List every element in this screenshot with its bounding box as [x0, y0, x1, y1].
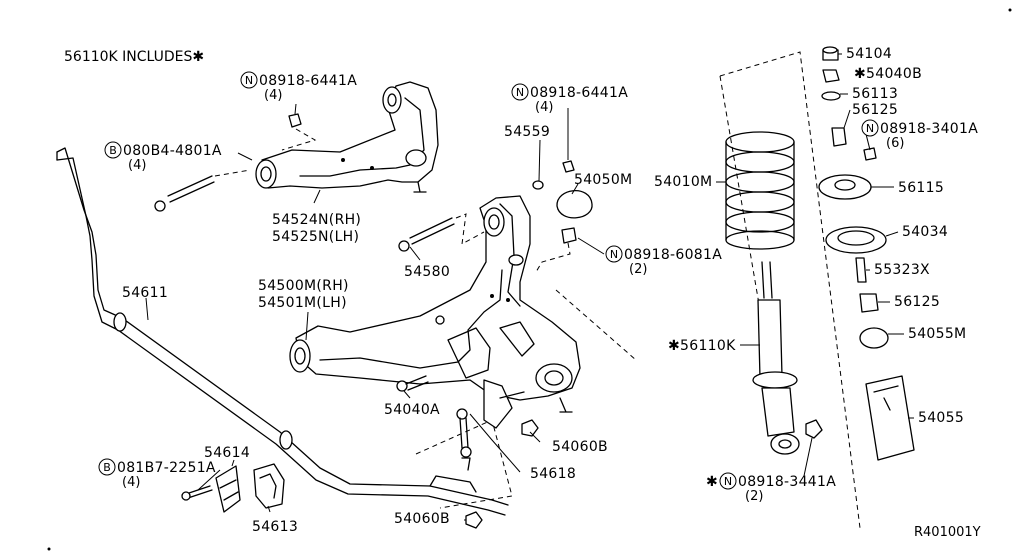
- label-56110K: ✱56110K: [668, 338, 736, 354]
- label-nut-3441: ✱ N 08918-3441A (2): [706, 472, 836, 504]
- svg-text:54525N(LH): 54525N(LH): [272, 229, 359, 245]
- svg-text:08918-6441A: 08918-6441A: [530, 85, 628, 101]
- figure-id: R401001Y: [914, 525, 981, 540]
- label-54055: 54055: [918, 410, 964, 426]
- stabilizer-link: [415, 289, 637, 509]
- label-54050M: 54050M: [574, 172, 632, 188]
- label-54010M: 54010M: [654, 174, 712, 190]
- svg-text:08918-6081A: 08918-6081A: [624, 247, 722, 263]
- lower-hardware: [396, 375, 539, 529]
- label-54060B-b: 54060B: [394, 511, 450, 527]
- lower-arm-bolt-54580: [398, 213, 524, 266]
- svg-text:(6): (6): [886, 136, 904, 151]
- stabilizer-bar: [56, 147, 509, 516]
- stabilizer-bushing: [181, 463, 285, 513]
- svg-text:54500M(RH): 54500M(RH): [258, 278, 349, 294]
- svg-text:(4): (4): [122, 475, 140, 490]
- coil-spring: [719, 51, 861, 529]
- svg-text:(2): (2): [629, 262, 647, 277]
- label-54060B-a: 54060B: [552, 439, 608, 455]
- svg-text:(2): (2): [745, 489, 763, 504]
- svg-text:08918-3401A: 08918-3401A: [880, 121, 978, 137]
- label-54611: 54611: [122, 285, 168, 301]
- upper-control-arm: [255, 81, 439, 193]
- label-lower-arm: 54500M(RH) 54501M(LH): [258, 278, 349, 311]
- svg-text:(4): (4): [535, 100, 553, 115]
- leader-lines: [145, 53, 914, 521]
- svg-text:B: B: [103, 461, 111, 474]
- svg-text:080B4-4801A: 080B4-4801A: [123, 143, 222, 159]
- label-55323X: 55323X: [874, 262, 930, 278]
- label-54613: 54613: [252, 519, 298, 535]
- label-54040B: ✱54040B: [854, 66, 922, 82]
- lower-control-arm: [289, 195, 581, 413]
- label-54614: 54614: [204, 445, 250, 461]
- svg-text:✱56110K: ✱56110K: [668, 338, 736, 354]
- svg-text:B: B: [109, 144, 117, 157]
- svg-text:54501M(LH): 54501M(LH): [258, 295, 347, 311]
- svg-text:N: N: [245, 74, 253, 87]
- bump-stop-group: [532, 160, 593, 273]
- svg-text:(4): (4): [264, 88, 282, 103]
- label-nut-3401: N 08918-3401A (6): [861, 119, 978, 151]
- label-bolt-upper: B 080B4-4801A (4): [104, 141, 222, 173]
- label-54618: 54618: [530, 466, 576, 482]
- label-54104: 54104: [846, 46, 892, 62]
- label-54580: 54580: [404, 264, 450, 280]
- label-56125-mid: 56125: [894, 294, 940, 310]
- includes-note: 56110K INCLUDES✱: [64, 49, 204, 65]
- label-nut-lower: N 08918-6441A (4): [511, 83, 628, 115]
- label-54559: 54559: [504, 124, 550, 140]
- svg-text:08918-3441A: 08918-3441A: [738, 474, 836, 490]
- shock-absorber: [752, 261, 823, 455]
- svg-text:N: N: [866, 122, 874, 135]
- label-nut-upper: N 08918-6441A (4): [240, 71, 357, 103]
- svg-text:08918-6441A: 08918-6441A: [259, 73, 357, 89]
- svg-text:✱: ✱: [706, 474, 718, 490]
- label-bolt-lower: B 081B7-2251A (4): [98, 458, 216, 490]
- label-56113: 56113: [852, 86, 898, 102]
- svg-text:54524N(RH): 54524N(RH): [272, 212, 361, 228]
- label-54055M: 54055M: [908, 326, 966, 342]
- svg-text:56110K INCLUDES✱: 56110K INCLUDES✱: [64, 49, 204, 65]
- svg-text:081B7-2251A: 081B7-2251A: [117, 460, 216, 476]
- label-nut-6081: N 08918-6081A (2): [605, 245, 722, 277]
- upper-arm-nut: [281, 113, 317, 151]
- svg-text:✱54040B: ✱54040B: [854, 66, 922, 82]
- label-54034: 54034: [902, 224, 948, 240]
- label-54040A: 54040A: [384, 402, 440, 418]
- svg-text:N: N: [724, 475, 732, 488]
- label-56115: 56115: [898, 180, 944, 196]
- svg-text:N: N: [610, 248, 618, 261]
- label-upper-arm: 54524N(RH) 54525N(LH): [272, 212, 361, 245]
- svg-text:N: N: [516, 86, 524, 99]
- label-56125-top: 56125: [852, 102, 898, 118]
- strut-mount-stack: [818, 46, 915, 461]
- svg-text:(4): (4): [128, 158, 146, 173]
- upper-arm-bolt: [154, 169, 251, 212]
